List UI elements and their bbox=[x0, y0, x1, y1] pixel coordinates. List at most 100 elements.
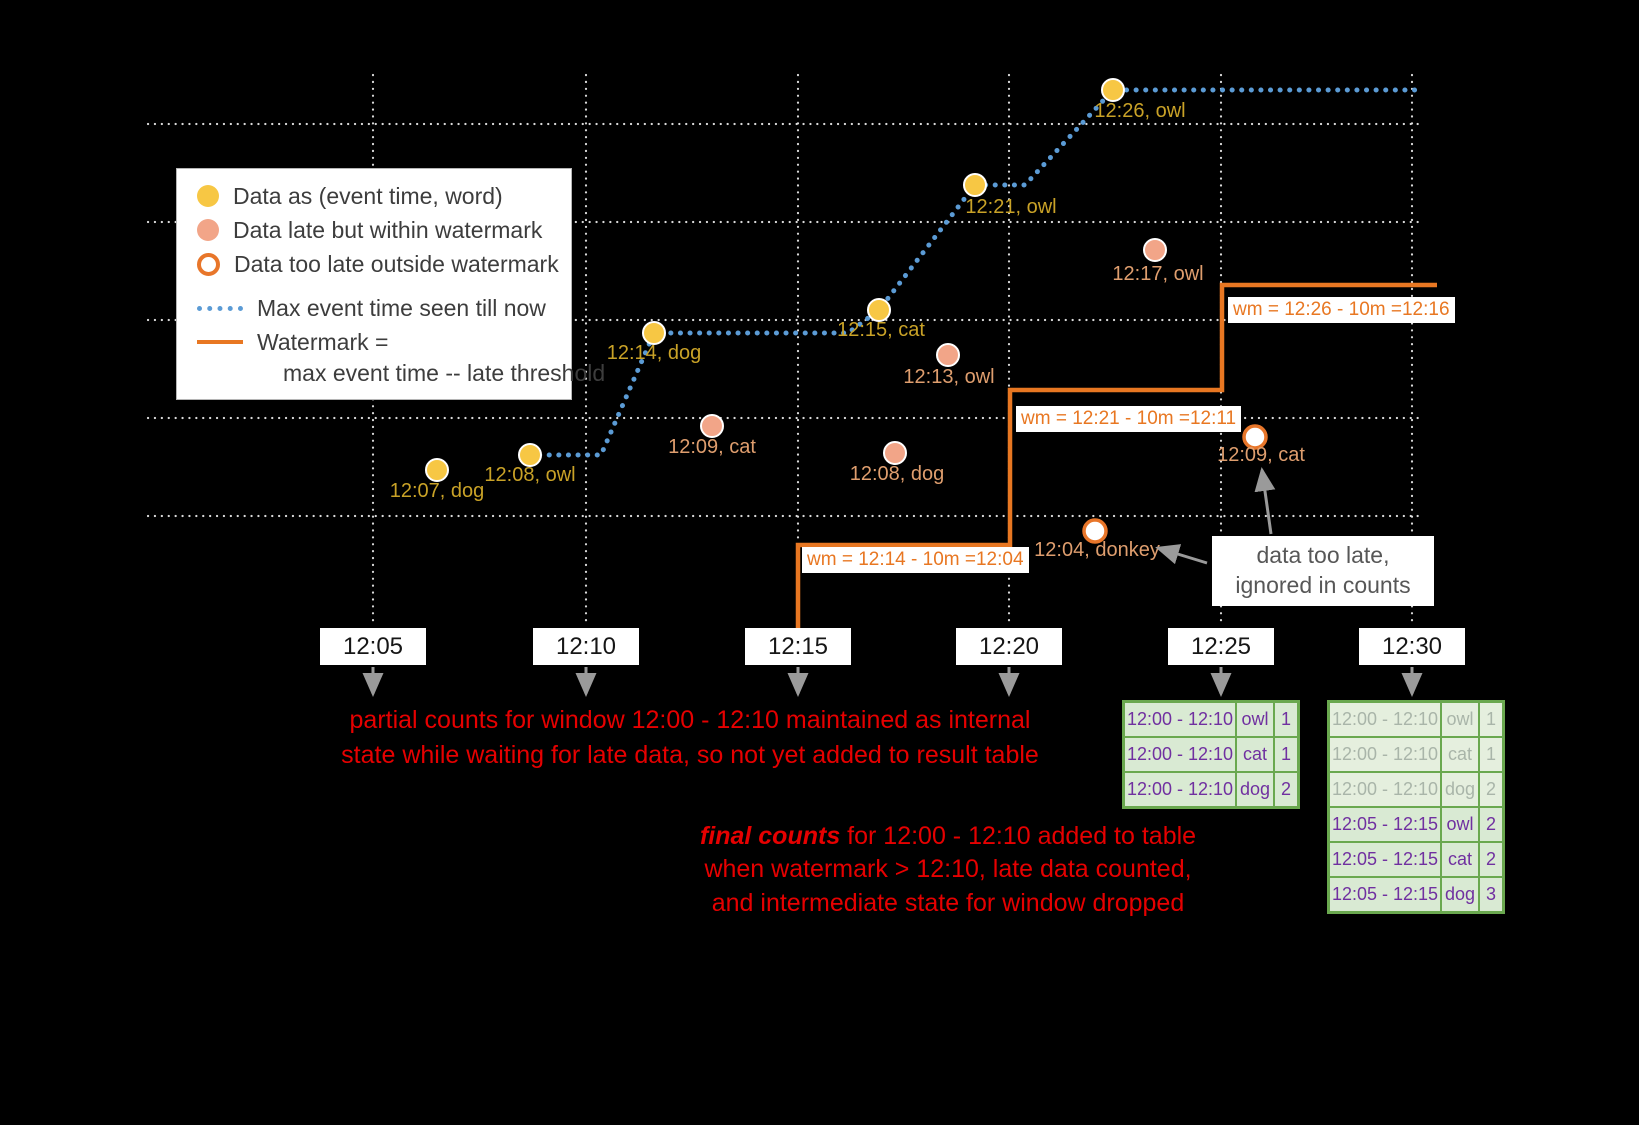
window-cell: 12:05 - 12:15 bbox=[1330, 843, 1440, 876]
window-cell: 12:00 - 12:10 bbox=[1125, 773, 1235, 806]
count-cell: 3 bbox=[1478, 878, 1502, 911]
data-point-late bbox=[1143, 238, 1167, 262]
watermark-line bbox=[795, 282, 1437, 628]
axis-tick-1225: 12:25 bbox=[1168, 628, 1274, 665]
result-table-1225: 12:00 - 12:10 owl 1 12:00 - 12:10 cat 1 … bbox=[1122, 700, 1300, 809]
watermark-label-1: wm = 12:14 - 10m =12:04 bbox=[802, 547, 1029, 573]
data-point-label: 12:08, dog bbox=[850, 463, 945, 485]
window-cell: 12:00 - 12:10 bbox=[1330, 703, 1440, 736]
final-counts-line1: final counts for 12:00 - 12:10 added to … bbox=[658, 820, 1238, 853]
axis-tick-1220: 12:20 bbox=[956, 628, 1062, 665]
partial-counts-line1: partial counts for window 12:00 - 12:10 … bbox=[349, 706, 1031, 734]
watermark-label-3: wm = 12:26 - 10m =12:16 bbox=[1228, 297, 1455, 323]
data-point-on-time bbox=[1101, 78, 1125, 102]
data-point-label: 12:08, owl bbox=[484, 464, 575, 486]
word-cell: owl bbox=[1440, 808, 1478, 841]
legend-label-watermark-formula: max event time -- late threshold bbox=[283, 359, 606, 386]
table-row: 12:00 - 12:10 dog 2 bbox=[1125, 771, 1297, 806]
legend-row: max event time -- late threshold bbox=[283, 359, 605, 387]
word-cell: owl bbox=[1235, 703, 1273, 736]
legend-row: Max event time seen till now bbox=[197, 291, 561, 325]
legend-label-too-late: Data too late outside watermark bbox=[234, 250, 559, 277]
legend: Data as (event time, word) Data late but… bbox=[176, 168, 605, 400]
legend-label-max-event: Max event time seen till now bbox=[257, 294, 546, 321]
window-cell: 12:00 - 12:10 bbox=[1330, 773, 1440, 806]
word-cell: cat bbox=[1440, 738, 1478, 771]
data-point-label: 12:09, cat bbox=[668, 436, 756, 458]
late-points: 12:09, cat 12:08, dog 12:13, owl 12:17, … bbox=[668, 238, 1204, 485]
data-point-late bbox=[883, 441, 907, 465]
table-row-dropped: 12:00 - 12:10 owl 1 bbox=[1330, 703, 1502, 736]
watermark-line-icon bbox=[197, 340, 243, 344]
final-counts-line3: and intermediate state for window droppe… bbox=[711, 888, 1185, 917]
window-cell: 12:00 - 12:10 bbox=[1330, 738, 1440, 771]
final-counts-line2: when watermark > 12:10, late data counte… bbox=[704, 855, 1192, 884]
too-late-note-line1: data too late, bbox=[1256, 542, 1390, 569]
data-point-label: 12:14, dog bbox=[607, 342, 702, 364]
legend-row: Data too late outside watermark bbox=[197, 247, 561, 281]
table-row: 12:05 - 12:15 owl 2 bbox=[1330, 806, 1502, 841]
max-event-time-line bbox=[527, 87, 1418, 458]
on-time-points: 12:07, dog 12:08, owl 12:14, dog 12:15, … bbox=[390, 78, 1186, 502]
table-row: 12:05 - 12:15 cat 2 bbox=[1330, 841, 1502, 876]
data-point-label: 12:21, owl bbox=[965, 196, 1056, 218]
count-cell: 1 bbox=[1478, 703, 1502, 736]
note-arrow-to-cat bbox=[1254, 467, 1276, 535]
count-cell: 2 bbox=[1478, 773, 1502, 806]
table-row: 12:00 - 12:10 owl 1 bbox=[1125, 703, 1297, 736]
data-point-label: 12:13, owl bbox=[903, 366, 994, 388]
result-table-1230: 12:00 - 12:10 owl 1 12:00 - 12:10 cat 1 … bbox=[1327, 700, 1505, 914]
word-cell: cat bbox=[1235, 738, 1273, 771]
window-cell: 12:05 - 12:15 bbox=[1330, 878, 1440, 911]
data-point-late bbox=[936, 343, 960, 367]
data-point-too-late bbox=[1242, 424, 1268, 450]
partial-counts-annotation: partial counts for window 12:00 - 12:10 … bbox=[320, 703, 1060, 772]
word-cell: cat bbox=[1440, 843, 1478, 876]
axis-tick-1215: 12:15 bbox=[745, 628, 851, 665]
too-late-points: 12:04, donkey 12:09, cat bbox=[1034, 424, 1305, 561]
too-late-note-line2: ignored in counts bbox=[1235, 572, 1411, 598]
too-late-note: data too late, ignored in counts bbox=[1212, 536, 1434, 606]
count-cell: 2 bbox=[1478, 843, 1502, 876]
data-point-label: 12:15, cat bbox=[837, 319, 925, 341]
axis-tick-1230: 12:30 bbox=[1359, 628, 1465, 665]
too-late-dot-icon bbox=[197, 252, 220, 276]
count-cell: 2 bbox=[1478, 808, 1502, 841]
table-row-dropped: 12:00 - 12:10 dog 2 bbox=[1330, 771, 1502, 806]
word-cell: owl bbox=[1440, 703, 1478, 736]
data-point-on-time bbox=[642, 321, 666, 345]
legend-row: Data late but within watermark bbox=[197, 213, 561, 247]
window-cell: 12:00 - 12:10 bbox=[1125, 703, 1235, 736]
count-cell: 2 bbox=[1273, 773, 1297, 806]
legend-label-on-time: Data as (event time, word) bbox=[233, 182, 503, 209]
final-counts-emphasis: final counts bbox=[699, 822, 841, 850]
final-counts-line1-rest: for 12:00 - 12:10 added to table bbox=[840, 822, 1197, 850]
legend-label-watermark: Watermark = bbox=[257, 328, 389, 355]
data-point-label: 12:17, owl bbox=[1112, 263, 1203, 285]
legend-label-late: Data late but within watermark bbox=[233, 216, 543, 243]
legend-row: Watermark = bbox=[197, 325, 561, 359]
count-cell: 1 bbox=[1273, 738, 1297, 771]
window-cell: 12:00 - 12:10 bbox=[1125, 738, 1235, 771]
data-point-on-time bbox=[425, 458, 449, 482]
data-point-on-time bbox=[518, 443, 542, 467]
data-point-too-late bbox=[1082, 518, 1108, 544]
watermark-label-2: wm = 12:21 - 10m =12:11 bbox=[1016, 406, 1242, 432]
final-counts-annotation: final counts for 12:00 - 12:10 added to … bbox=[658, 820, 1238, 920]
axis-tick-1205: 12:05 bbox=[320, 628, 426, 665]
data-point-label: 12:09, cat bbox=[1217, 444, 1305, 466]
data-point-on-time bbox=[963, 173, 987, 197]
note-arrow-to-donkey bbox=[1155, 544, 1208, 565]
word-cell: dog bbox=[1440, 773, 1478, 806]
table-row: 12:00 - 12:10 cat 1 bbox=[1125, 736, 1297, 771]
window-cell: 12:05 - 12:15 bbox=[1330, 808, 1440, 841]
word-cell: dog bbox=[1440, 878, 1478, 911]
late-dot-icon bbox=[197, 219, 219, 241]
table-row: 12:05 - 12:15 dog 3 bbox=[1330, 876, 1502, 911]
data-point-label: 12:07, dog bbox=[390, 480, 485, 502]
word-cell: dog bbox=[1235, 773, 1273, 806]
partial-counts-line2: state while waiting for late data, so no… bbox=[341, 740, 1039, 769]
count-cell: 1 bbox=[1478, 738, 1502, 771]
data-point-late bbox=[700, 414, 724, 438]
